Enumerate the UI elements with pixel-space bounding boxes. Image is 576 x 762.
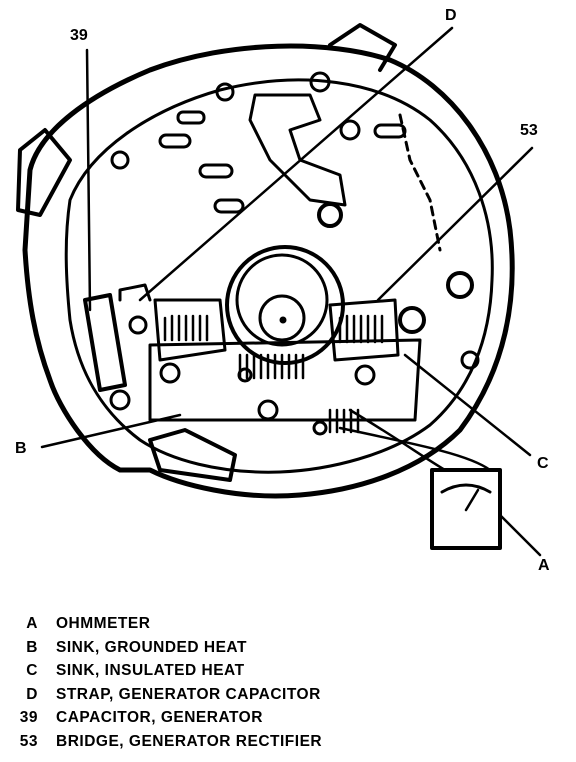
legend-description: STRAP, GENERATOR CAPACITOR: [56, 685, 321, 703]
legend-description: OHMMETER: [56, 615, 151, 632]
vent-slot: [213, 198, 245, 214]
housing-outline: [22, 43, 515, 499]
dashed-edge: [398, 113, 442, 252]
callout-b: B: [15, 440, 27, 457]
ohmmeter-body: [430, 468, 502, 550]
cooling-fins-center: [238, 353, 305, 380]
housing-hole: [317, 202, 343, 228]
callout-c: C: [537, 455, 549, 472]
rectifier-bridge-left: [153, 298, 227, 362]
bolt: [312, 420, 328, 436]
callout-a: A: [538, 557, 550, 574]
vent-slot: [373, 123, 407, 139]
legend: A OHMMETER B SINK, GROUNDED HEAT C SINK, IN…: [0, 612, 576, 753]
legend-key: C: [26, 662, 38, 679]
mounting-ear-top: [328, 23, 397, 72]
bolt: [128, 315, 148, 335]
leader-line-a: [498, 513, 542, 557]
bolt: [354, 364, 376, 386]
housing-hole: [215, 82, 235, 102]
housing-hole: [446, 271, 474, 299]
housing-hole: [309, 71, 331, 93]
housing-hole: [110, 150, 130, 170]
brush-holder-bracket: [248, 93, 347, 207]
legend-row: A OHMMETER: [0, 612, 576, 636]
leader-line-b: [40, 413, 182, 449]
legend-description: CAPACITOR, GENERATOR: [56, 709, 263, 726]
vent-slot: [198, 163, 234, 179]
capacitor-body: [83, 293, 127, 392]
bolt: [257, 399, 279, 421]
legend-key: 39: [19, 709, 38, 726]
rotor-boss-inner: [258, 294, 306, 342]
bolt: [398, 306, 426, 334]
legend-row: D STRAP, GENERATOR CAPACITOR: [0, 683, 576, 707]
legend-key: D: [26, 685, 38, 703]
vent-slot: [158, 133, 192, 149]
rotor-boss-middle: [235, 253, 329, 347]
leader-line-d: [138, 26, 454, 302]
legend-row: B SINK, GROUNDED HEAT: [0, 636, 576, 660]
housing-hole: [460, 350, 480, 370]
cooling-fins-right: [338, 314, 384, 344]
callout-39: 39: [70, 27, 88, 44]
housing-hole: [339, 119, 361, 141]
legend-description: SINK, GROUNDED HEAT: [56, 638, 247, 656]
alternator-diagram: 39 D 53 B C A: [15, 7, 550, 574]
legend-row: 39 CAPACITOR, GENERATOR: [0, 706, 576, 730]
leader-line-53: [376, 146, 534, 302]
leader-line-39: [85, 48, 92, 312]
meter-lead: [338, 426, 492, 472]
bolt: [159, 362, 181, 384]
rectifier-body: [148, 338, 422, 422]
housing-inner: [64, 78, 494, 474]
legend-row: 53 BRIDGE, GENERATOR RECTIFIER: [0, 730, 576, 754]
legend-row: C SINK, INSULATED HEAT: [0, 659, 576, 683]
ohmmeter-scale: [440, 483, 492, 494]
leader-line-c: [403, 353, 532, 457]
mounting-ear-left: [16, 128, 72, 217]
legend-key: 53: [19, 732, 38, 750]
legend-description: SINK, INSULATED HEAT: [56, 662, 245, 679]
cooling-fins-left: [163, 314, 209, 342]
meter-lead: [348, 408, 447, 472]
rotor-shaft: [279, 316, 287, 324]
legend-key: B: [26, 638, 38, 656]
vent-slot: [176, 110, 206, 125]
callout-53: 53: [520, 122, 538, 139]
legend-description: BRIDGE, GENERATOR RECTIFIER: [56, 732, 323, 750]
legend-key: A: [26, 615, 38, 632]
mounting-ear-bottom: [148, 428, 237, 482]
capacitor-strap: [118, 283, 152, 302]
ohmmeter-needle: [464, 488, 480, 512]
housing-hole: [109, 389, 131, 411]
callout-d: D: [445, 7, 457, 24]
